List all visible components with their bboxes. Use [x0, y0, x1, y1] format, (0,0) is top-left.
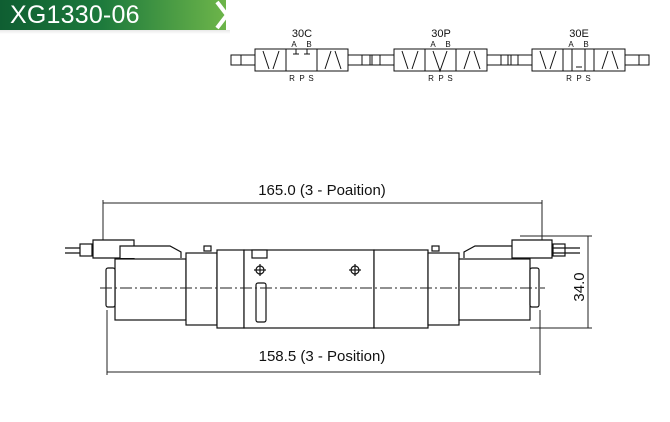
body-dimension: [106, 310, 541, 375]
chevron-right-icon: [215, 0, 230, 30]
port-label: S: [447, 74, 452, 83]
height-dimension: [520, 235, 592, 329]
port-label: P: [576, 74, 581, 83]
port-label: A: [430, 40, 436, 49]
port-label: S: [585, 74, 590, 83]
height-label: 34.0: [571, 272, 588, 301]
title-banner: XG1330-06: [0, 0, 226, 30]
valve-symbol-30p: [369, 48, 512, 73]
port-label: P: [438, 74, 443, 83]
port-label: R: [566, 74, 572, 83]
port-label: A: [291, 40, 297, 49]
port-label: P: [299, 74, 304, 83]
valve-symbol-30e: [507, 48, 650, 72]
symbol-label: 30P: [431, 28, 451, 40]
banner-shadow: [0, 30, 230, 34]
overall-dimension: [102, 200, 543, 240]
port-label: B: [306, 40, 311, 49]
port-label: B: [583, 40, 588, 49]
port-label: B: [445, 40, 450, 49]
port-label: R: [289, 74, 295, 83]
symbol-label: 30C: [292, 28, 312, 40]
model-title: XG1330-06: [10, 1, 140, 29]
valve-body: [65, 239, 580, 329]
port-label: R: [428, 74, 434, 83]
body-length-label: 158.5 (3 - Position): [259, 348, 386, 365]
valve-symbol-30c: [230, 48, 373, 72]
screw-icon: [349, 264, 361, 276]
overall-length-label: 165.0 (3 - Poaition): [258, 182, 386, 199]
port-label: S: [308, 74, 313, 83]
screw-icon: [254, 264, 266, 276]
symbol-label: 30E: [569, 28, 589, 40]
port-label: A: [568, 40, 574, 49]
